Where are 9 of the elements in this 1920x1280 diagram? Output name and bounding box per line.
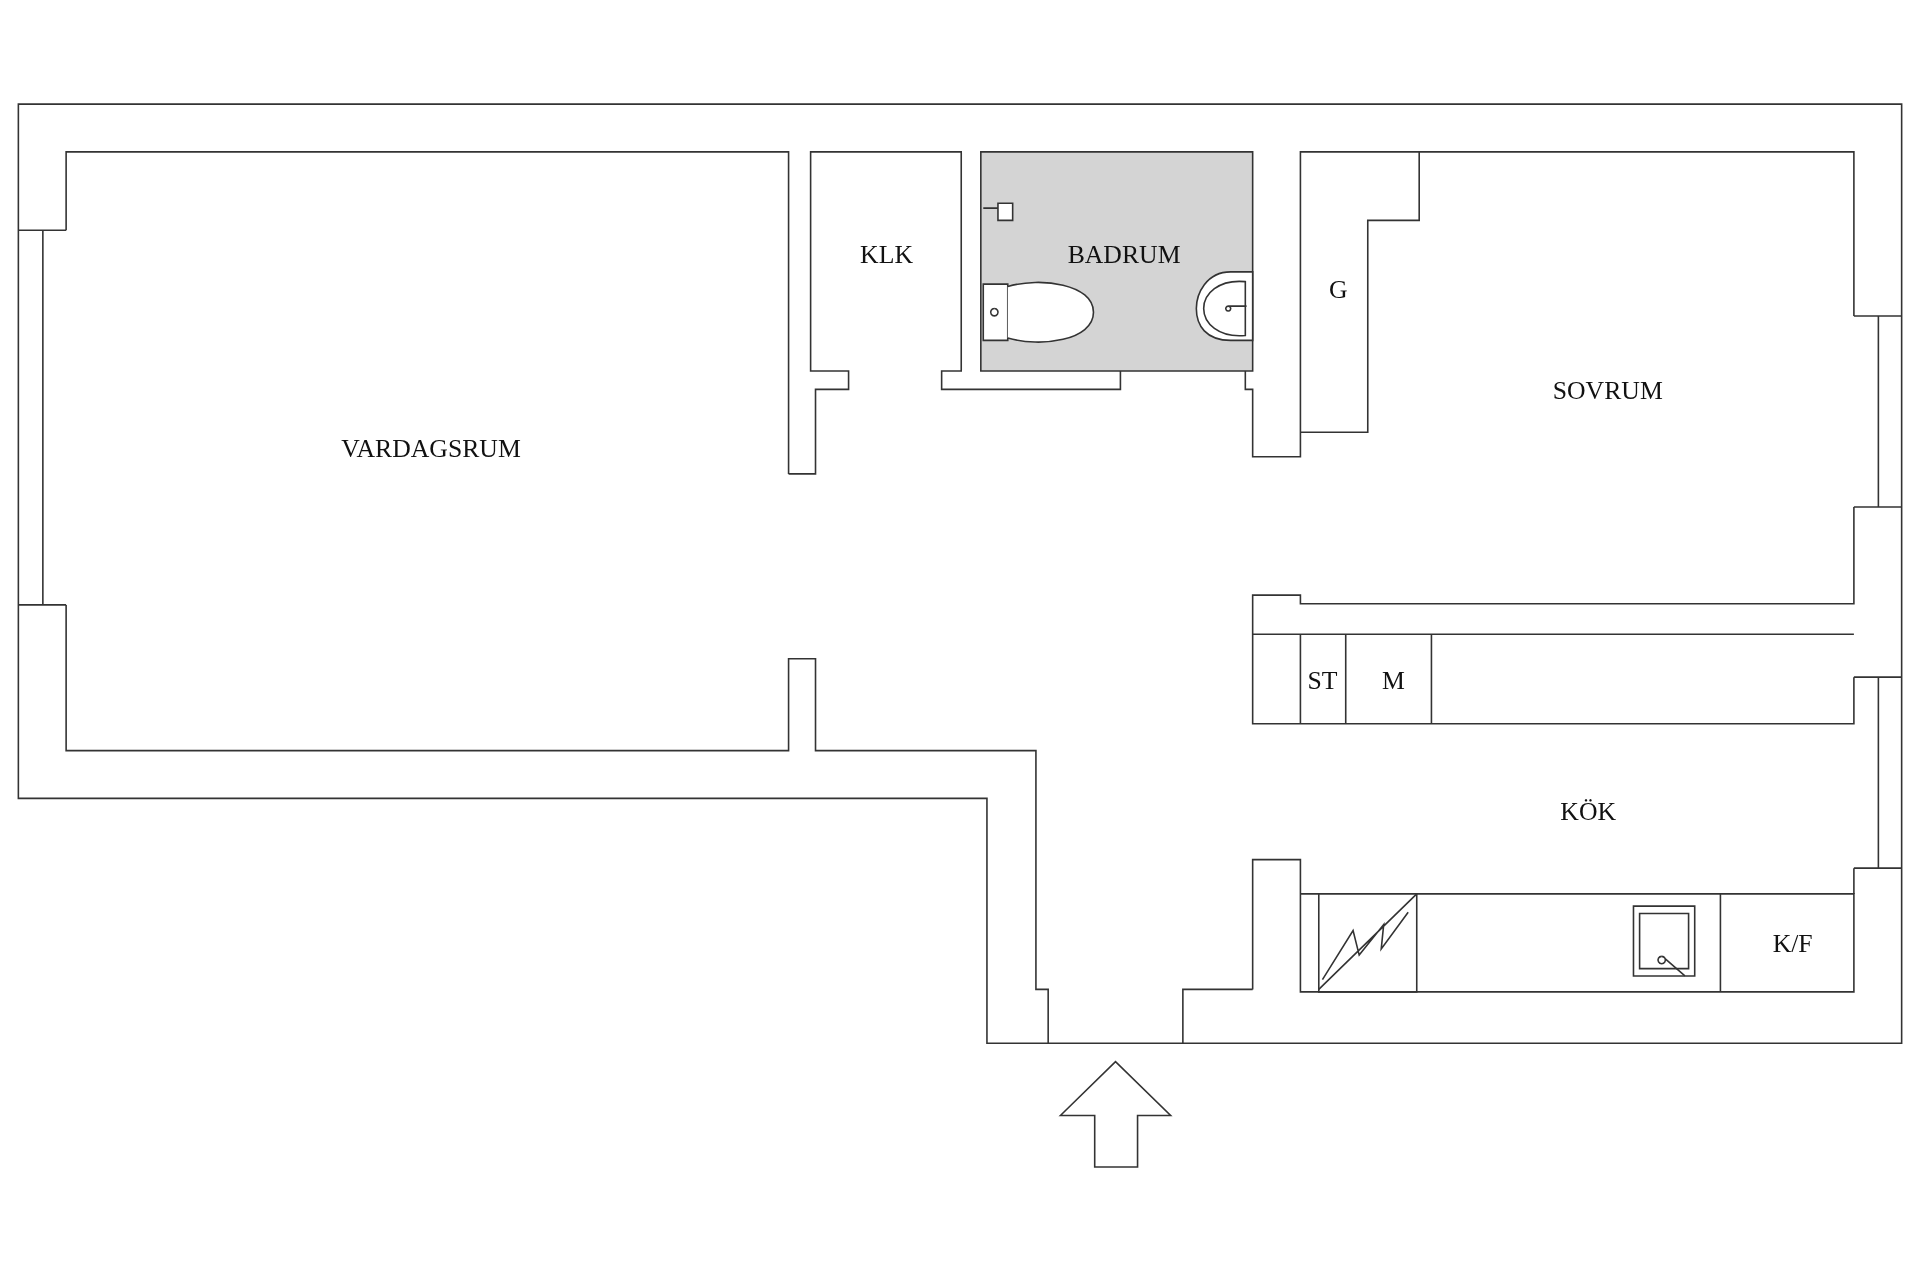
room-label: KÖK	[1560, 799, 1617, 825]
room-label: ST	[1307, 667, 1338, 694]
room-label: VARDAGSRUM	[341, 436, 521, 463]
room-label: M	[1382, 667, 1405, 694]
room-label: KLK	[860, 241, 913, 268]
room-label: K/F	[1772, 931, 1813, 957]
room-label: G	[1329, 277, 1348, 304]
room-label: SOVRUM	[1552, 377, 1663, 404]
room-label: BADRUM	[1067, 241, 1181, 268]
